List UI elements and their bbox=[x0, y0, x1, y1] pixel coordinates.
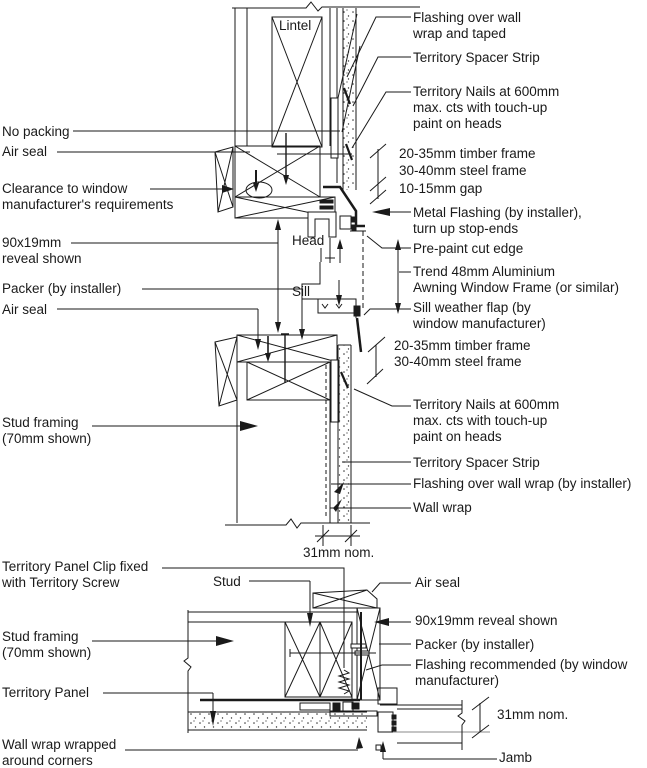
label-clearance: Clearance to window manufacturer's requi… bbox=[2, 181, 174, 212]
label-flashing-recommended: Flashing recommended (by window manufact… bbox=[415, 657, 628, 688]
head-sill-section-linework bbox=[57, 1, 420, 546]
label-spacer-strip-sill: Territory Spacer Strip bbox=[413, 455, 540, 470]
label-stud-framing-top: Stud framing (70mm shown) bbox=[2, 415, 92, 446]
label-metal-flashing: Metal Flashing (by installer), turn up s… bbox=[413, 205, 582, 236]
label-pre-paint: Pre-paint cut edge bbox=[413, 241, 524, 256]
label-frame-sill: 20-35mm timber frame 30-40mm steel frame bbox=[394, 338, 531, 369]
dimension-31mm-section: 31mm nom. bbox=[303, 545, 375, 560]
label-gap: 10-15mm gap bbox=[399, 181, 483, 196]
label-stud: Stud bbox=[213, 574, 241, 589]
label-steel-frame-head: 30-40mm steel frame bbox=[399, 163, 527, 178]
label-head: Head bbox=[292, 233, 325, 248]
label-nails-head: Territory Nails at 600mm max. cts with t… bbox=[413, 84, 560, 131]
label-no-packing: No packing bbox=[2, 124, 70, 139]
label-reveal-shown: 90x19mm reveal shown bbox=[2, 235, 82, 266]
label-wall-wrap-corners: Wall wrap wrapped around corners bbox=[2, 737, 117, 768]
label-air-seal-sill: Air seal bbox=[2, 302, 48, 317]
label-lintel: Lintel bbox=[279, 18, 312, 33]
label-jamb: Jamb bbox=[499, 750, 533, 765]
label-flashing-installer: Flashing over wall wrap (by installer) bbox=[413, 476, 632, 491]
label-timber-frame-head: 20-35mm timber frame bbox=[399, 146, 536, 161]
label-panel-clip: Territory Panel Clip fixed with Territor… bbox=[2, 559, 149, 590]
label-reveal-jamb: 90x19mm reveal shown bbox=[415, 613, 558, 628]
dimension-31mm-jamb: 31mm nom. bbox=[497, 707, 569, 722]
label-wall-wrap: Wall wrap bbox=[413, 500, 472, 515]
label-spacer-strip-head: Territory Spacer Strip bbox=[413, 50, 540, 65]
label-territory-panel: Territory Panel bbox=[2, 685, 90, 700]
label-packer-jamb: Packer (by installer) bbox=[415, 637, 535, 652]
label-sill-flap: Sill weather flap (by window manufacture… bbox=[413, 300, 546, 331]
label-sill: Sill bbox=[292, 284, 311, 299]
label-stud-framing-bottom: Stud framing (70mm shown) bbox=[2, 629, 92, 660]
label-air-seal-head: Air seal bbox=[2, 144, 48, 159]
label-trend-frame: Trend 48mm Aluminium Awning Window Frame… bbox=[413, 264, 620, 295]
label-packer: Packer (by installer) bbox=[2, 281, 122, 296]
label-nails-sill: Territory Nails at 600mm max. cts with t… bbox=[413, 397, 560, 444]
label-air-seal-jamb: Air seal bbox=[415, 575, 461, 590]
jamb-plan-linework bbox=[92, 567, 497, 760]
label-flashing-taped: Flashing over wall wrap and taped bbox=[413, 10, 522, 41]
